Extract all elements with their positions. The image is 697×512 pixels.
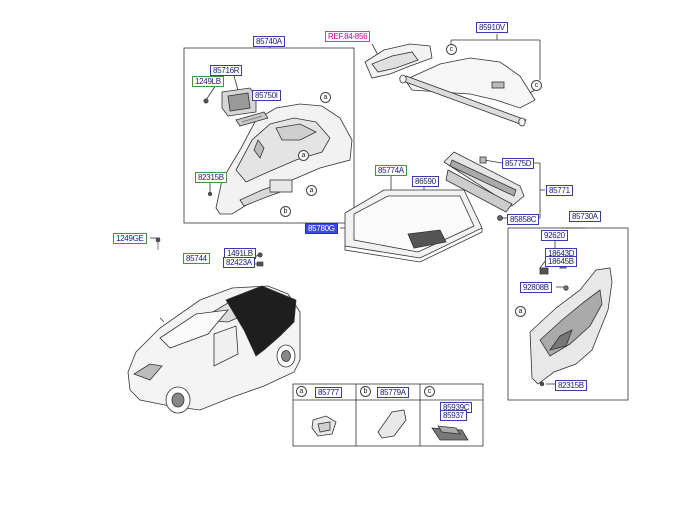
legend-table (292, 383, 484, 447)
callout-a-top: a (320, 92, 331, 103)
callout-c-right: c (531, 80, 542, 91)
callout-b-left: b (280, 206, 291, 217)
legend-callout-c: c (424, 386, 435, 397)
part-label-18645b[interactable]: 18645B (545, 256, 577, 267)
legend-callout-b: b (360, 386, 371, 397)
part-label-85730a[interactable]: 85730A (569, 211, 601, 222)
part-label-82315b-right[interactable]: 82315B (555, 380, 587, 391)
part-label-85910v[interactable]: 85910V (476, 22, 508, 33)
part-label-92808b[interactable]: 92808B (520, 282, 552, 293)
part-label-82423a[interactable]: 82423A (223, 257, 255, 268)
part-label-85771[interactable]: 85771 (546, 185, 573, 196)
legend-part-85937[interactable]: 85937 (440, 410, 467, 421)
callout-c-top: c (446, 44, 457, 55)
part-label-85774a[interactable]: 85774A (375, 165, 407, 176)
part-label-ref-84-856[interactable]: REF.84-856 (325, 31, 371, 42)
part-label-85858c[interactable]: 85858C (507, 214, 540, 225)
part-label-1249ge[interactable]: 1249GE (113, 233, 147, 244)
part-label-85716r[interactable]: 85716R (210, 65, 243, 76)
part-label-86590[interactable]: 86590 (412, 176, 439, 187)
legend-callout-a: a (296, 386, 307, 397)
callout-a-right: a (515, 306, 526, 317)
part-label-85750i[interactable]: 85750I (252, 90, 281, 101)
trim-group-frame (183, 47, 355, 224)
part-label-85775d[interactable]: 85775D (502, 158, 535, 169)
part-label-85780g-selected[interactable]: 85780G (305, 223, 338, 234)
legend-part-85777[interactable]: 85777 (315, 387, 342, 398)
callout-a-low: a (306, 185, 317, 196)
part-label-85744[interactable]: 85744 (183, 253, 210, 264)
part-label-85740a[interactable]: 85740A (253, 36, 285, 47)
callout-a-mid: a (298, 150, 309, 161)
part-label-1249lb[interactable]: 1249LB (192, 76, 224, 87)
legend-part-85779a[interactable]: 85779A (377, 387, 409, 398)
part-label-82315b-left[interactable]: 82315B (195, 172, 227, 183)
part-label-92620[interactable]: 92620 (541, 230, 568, 241)
